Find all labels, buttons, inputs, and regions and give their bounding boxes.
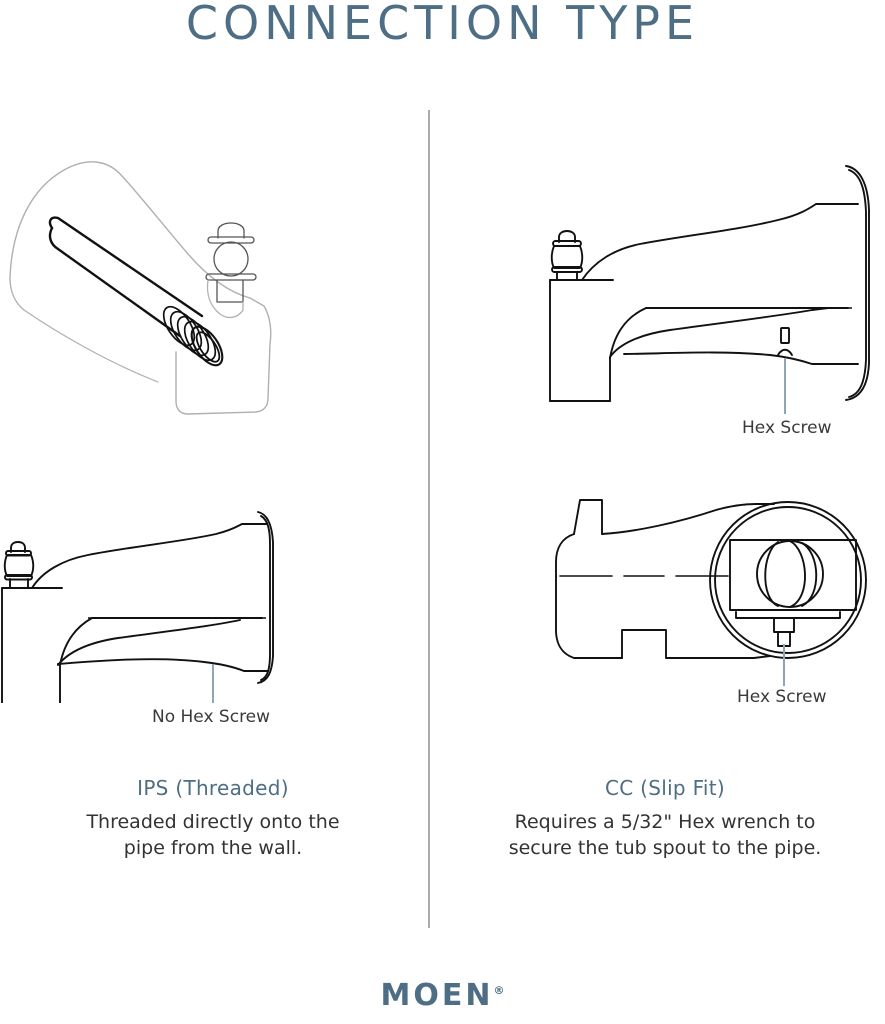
pipe-thread-ring-1 — [162, 305, 196, 347]
pipe-end-outer — [756, 540, 824, 608]
diverter-knob-lower-collar — [551, 266, 583, 273]
wall-flange-outer — [257, 511, 274, 684]
diverter-knob-bulb — [550, 245, 584, 269]
pipe-end-inner-bore — [195, 331, 221, 363]
wall-end-ring-inner — [714, 506, 862, 654]
pipe-thread-arc-3 — [764, 541, 779, 607]
spout-inner-lower-profile — [609, 307, 829, 358]
spout-body-top-profile — [601, 503, 775, 535]
pipe-thread-ring-3 — [176, 315, 210, 357]
callout-hex-screw-bottom: Hex Screw — [737, 687, 827, 707]
hex-screw-boss — [777, 348, 793, 356]
diverter-knob-bulb — [213, 241, 249, 277]
ips-no-hex-screw-svg — [1, 511, 274, 703]
diverter-knob-lower-collar — [4, 574, 33, 581]
wall-end-ring-outer — [709, 501, 867, 659]
caption-cc-slip-fit: CC (Slip Fit) Requires a 5/32" Hex wrenc… — [460, 776, 870, 861]
diverter-knob-bulb — [3, 554, 35, 577]
moen-logo-wordmark: MOEN — [380, 978, 494, 1013]
spout-inner-top-profile — [59, 617, 263, 666]
diverter-knob-lower-collar — [205, 273, 257, 281]
pipe-end-outer-rim — [190, 325, 224, 367]
spout-body-left-edge — [555, 533, 623, 659]
diverter-stem — [573, 499, 603, 535]
spout-body-outline-ghost-tail — [9, 277, 25, 311]
diverter-knob-stem — [216, 279, 244, 303]
diverter-knob-stem — [556, 271, 578, 281]
spout-top-profile — [581, 203, 847, 281]
diagram-ips-no-hex-screw — [0, 498, 300, 703]
spout-underside-profile — [623, 351, 849, 365]
registered-trademark-icon: ® — [493, 984, 505, 997]
pipe-thread-ring-2 — [169, 310, 203, 352]
pipe-bottom-edge — [48, 226, 182, 338]
callout-no-hex-screw: No Hex Screw — [152, 707, 271, 727]
page-title: CONNECTION TYPE — [185, 0, 700, 50]
pipe-thread-arc-1 — [789, 540, 806, 608]
diverter-knob-cap — [558, 230, 576, 243]
cutaway-window — [729, 539, 857, 611]
spout-top-profile — [31, 523, 259, 589]
caption-cc-body-line-1: Requires a 5/32" Hex wrench to — [514, 811, 816, 833]
caption-ips-body: Threaded directly onto the pipe from the… — [8, 809, 418, 861]
diagram-cc-hex-screw-endview — [540, 488, 885, 693]
callout-hex-screw-top: Hex Screw — [742, 418, 832, 438]
pipe-thread-ring-4 — [183, 320, 217, 362]
caption-ips-threaded: IPS (Threaded) Threaded directly onto th… — [8, 776, 418, 861]
caption-ips-body-line-2: pipe from the wall. — [123, 837, 303, 860]
hex-screw-head — [773, 617, 795, 633]
moen-logo: MOEN® — [0, 978, 885, 1013]
column-divider — [428, 110, 430, 928]
spout-underside-profile-no-screw — [57, 658, 263, 672]
pipe-top-edge — [48, 216, 204, 318]
diverter-knob-cap — [10, 541, 26, 553]
caption-cc-heading: CC (Slip Fit) — [604, 776, 726, 800]
spout-body-bottom-profile — [621, 629, 771, 659]
ips-threaded-cutaway-svg — [9, 161, 272, 415]
diagram-cc-hex-screw-profile — [538, 158, 885, 420]
cc-hex-screw-endview-svg — [555, 499, 867, 686]
hex-screw-shaft — [777, 631, 791, 647]
caption-cc-body-line-2: secure the tub spout to the pipe. — [508, 837, 822, 860]
caption-ips-body-line-1: Threaded directly onto the — [86, 811, 340, 833]
diverter-knob-upper-collar — [207, 236, 255, 244]
wall-flange-outer — [845, 165, 870, 401]
diverter-knob-cap — [217, 222, 245, 239]
spout-inner-top-profile — [609, 307, 849, 359]
spout-body-outline-ghost — [9, 161, 272, 415]
pipe-thread-arc-2 — [801, 542, 818, 607]
spout-lower-edge-ghost — [23, 309, 159, 383]
wall-flange-inner — [260, 515, 271, 681]
diagram-ips-threaded-cutaway — [2, 130, 302, 420]
spout-inner-lower-profile — [57, 619, 241, 666]
caption-cc-body: Requires a 5/32" Hex wrench to secure th… — [460, 809, 870, 861]
diverter-knob-boss-shadow — [206, 279, 244, 319]
wall-flange-inner — [848, 169, 867, 398]
cc-hex-screw-profile-svg — [549, 165, 870, 414]
hex-screw-opening — [780, 327, 790, 344]
caption-ips-heading: IPS (Threaded) — [137, 776, 289, 800]
